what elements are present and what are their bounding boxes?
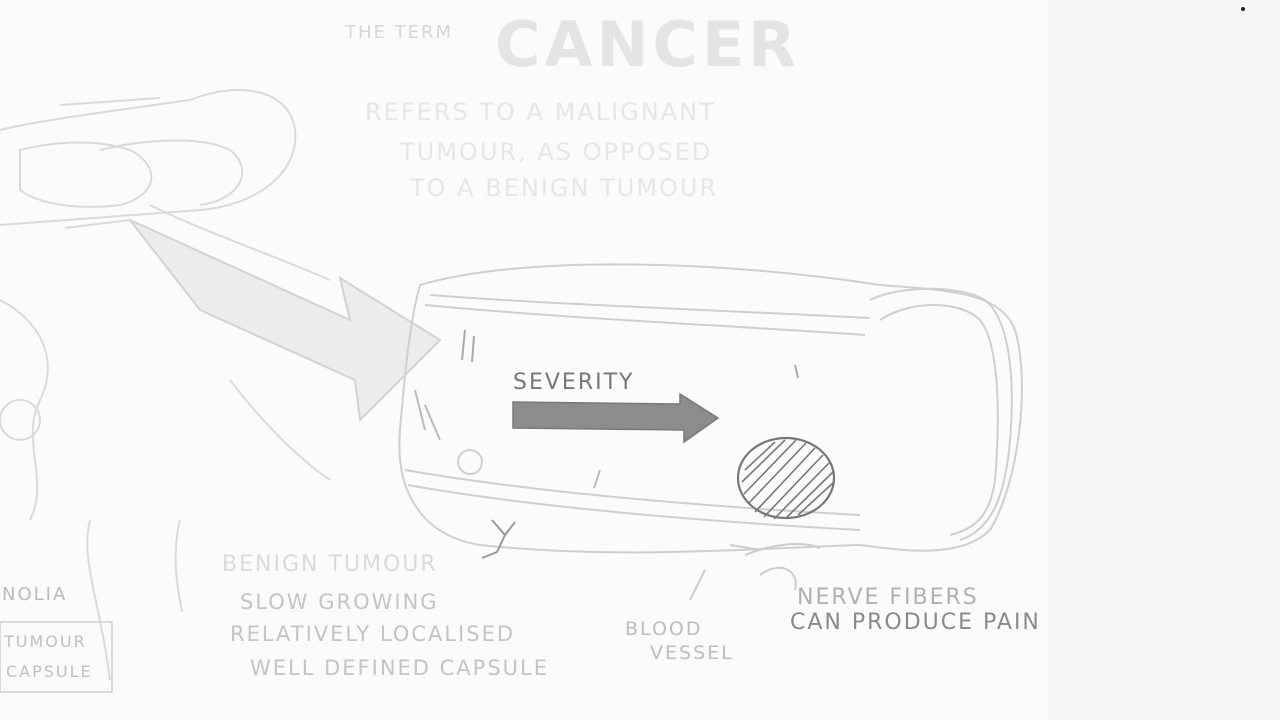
tumour-ball	[738, 438, 834, 519]
benign-title: BENIGN TUMOUR	[222, 552, 438, 577]
nerve-label-1: NERVE FIBERS	[797, 585, 979, 610]
heading-line-2: TUMOUR, AS OPPOSED	[400, 138, 712, 166]
benign-line-3: WELL DEFINED CAPSULE	[250, 656, 549, 680]
zoom-arrow	[130, 220, 440, 420]
right-panel	[1048, 0, 1280, 720]
severity-arrow	[513, 394, 718, 442]
benign-line-1: SLOW GROWING	[240, 590, 439, 614]
left-label-tumour: TUMOUR	[4, 632, 87, 651]
heading-title: CANCER	[495, 8, 800, 81]
pen-dot	[1241, 7, 1245, 11]
left-label-capsule: CAPSULE	[6, 662, 93, 681]
heading-line-3: TO A BENIGN TUMOUR	[410, 174, 718, 202]
heading-line-1: REFERS TO A MALIGNANT	[365, 98, 716, 126]
heading-prefix: THE TERM	[345, 22, 453, 43]
nerve-label-2: CAN PRODUCE PAIN	[790, 610, 1041, 635]
benign-line-2: RELATIVELY LOCALISED	[230, 622, 515, 646]
blood-vessel-label-1: BLOOD	[625, 618, 702, 640]
left-label-nolia: NOLIA	[2, 584, 67, 605]
blood-vessel-label-2: VESSEL	[650, 642, 734, 664]
vessel-tube	[399, 264, 1022, 600]
severity-label: SEVERITY	[513, 370, 634, 395]
